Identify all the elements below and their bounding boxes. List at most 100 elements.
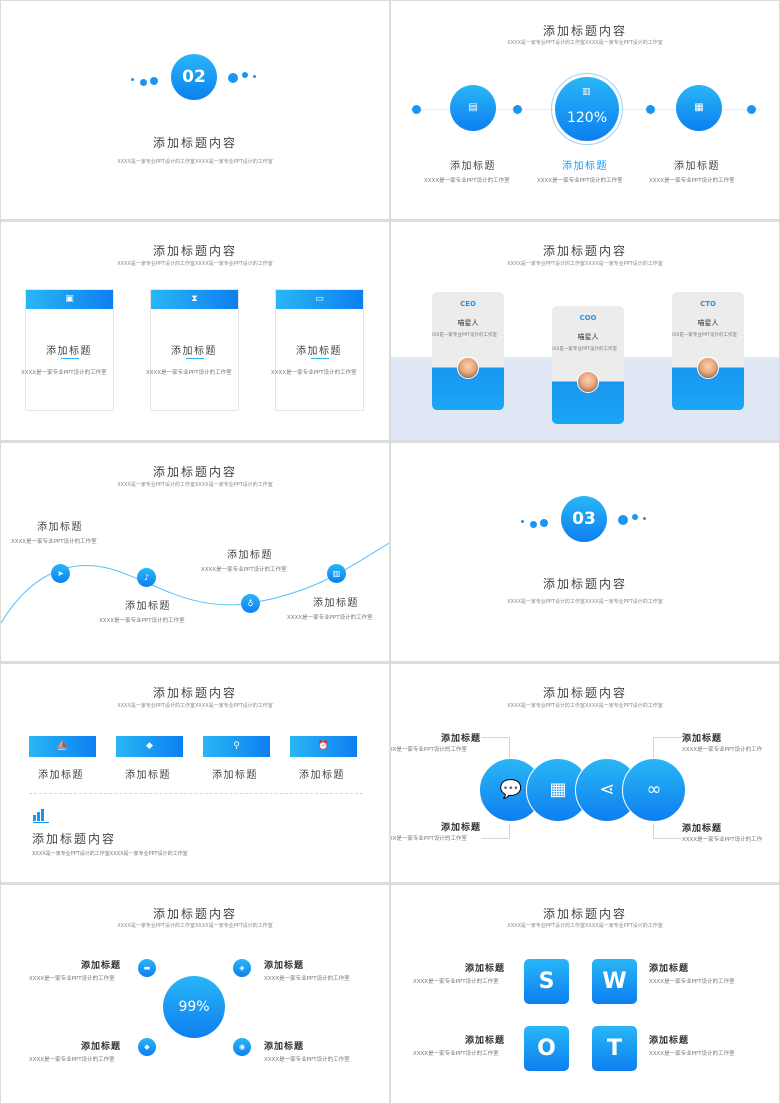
slide-percent-center[interactable]: 添加标题内容 XXXX是一家专业PPT设计的工作室 XXXX是一家专业PPT设计的… <box>1 885 389 1103</box>
slide-three-circles[interactable]: 添加标题内容 XXXX是一家专业PPT设计的工作室XXXX是一家专业PPT设计的… <box>391 1 779 219</box>
slide-subtitle: XXXX是一家专业PPT设计的工作室XXXX是一家专业PPT设计的工作室 <box>507 40 663 46</box>
tile: ⛵ <box>29 736 96 757</box>
tile: ⏰ <box>290 736 357 757</box>
slide-swot[interactable]: 添加标题内容 XXXX是一家专业PPT设计的工作室 XXXX是一家专业PPT设计的… <box>391 885 779 1103</box>
section-number: 02 <box>182 67 206 87</box>
slide-title: 添加标题内容 <box>152 907 237 921</box>
circle-center-ring <box>551 73 623 145</box>
item-desc: XXXX是一家专业PPT设计的工作室 <box>264 976 350 982</box>
card-header: ⧗ <box>151 290 238 309</box>
swot-o: O <box>524 1026 569 1071</box>
feature-desc: XXXX是一家专业PPT设计的工作 <box>682 837 763 843</box>
connector-dot <box>513 105 522 114</box>
money-bag-icon: ♁ <box>247 598 254 608</box>
decor-dot <box>131 78 134 81</box>
swot-title: 添加标题 <box>649 964 690 974</box>
item-desc: XXXX是一家专业PPT设计的工作室 <box>29 976 115 982</box>
wave-line <box>1 542 389 624</box>
connector-dot <box>412 105 421 114</box>
slide-subtitle: XXXX是一家专业PPT设计的工作室XXXX是一家专业PPT设计的工作室 <box>117 703 273 709</box>
divider <box>29 793 363 794</box>
node-desc: XXXX是一家专业PPT设计的工作室 <box>287 615 373 621</box>
connector-line <box>653 737 682 758</box>
item-title: 添加标题 <box>264 961 305 971</box>
clipboard-icon: ▤ <box>468 102 478 113</box>
id-card-icon: ▭ <box>315 294 324 304</box>
swot-title: 添加标题 <box>465 964 506 974</box>
item-desc: XXXX是一家专业PPT设计的工作室 <box>264 1057 350 1063</box>
tile: ⚲ <box>203 736 270 757</box>
slide-subtitle: XXXX是一家专业PPT设计的工作室XXXX是一家专业PPT设计的工作室 <box>507 261 663 267</box>
slide-four-tiles[interactable]: 添加标题内容 XXXX是一家专业PPT设计的工作室XXXX是一家专业PPT设计的… <box>1 664 389 882</box>
connector-line <box>653 824 682 839</box>
chart-icon: ▥ <box>582 87 591 97</box>
section-number: 03 <box>572 509 596 529</box>
small-icon-circle: ◈ <box>233 959 251 977</box>
slide-title: 添加标题内容 <box>542 907 627 921</box>
circle-center: ▥ 120% <box>555 77 619 141</box>
feature-title: 添加标题 <box>682 824 723 834</box>
calendar-icon: ▦ <box>694 102 704 113</box>
tag-icon: ◆ <box>144 1042 150 1051</box>
bell-icon: ♪ <box>143 572 150 582</box>
decor-dot <box>530 521 537 528</box>
small-icon-circle: ◆ <box>138 1038 156 1056</box>
node-desc: XXXX是一家专业PPT设计的工作室 <box>201 567 287 573</box>
role-label: CEO <box>460 300 476 308</box>
role-label: COO <box>579 314 597 322</box>
desc-left: XXXX是一家专业PPT设计的工作室 <box>424 178 510 184</box>
team-card-ceo: CEO 喵星人 XXXX是一家专业PPT设计的工作室 <box>432 292 504 410</box>
decor-dot <box>228 73 238 83</box>
card-desc: XXXX是一家专业PPT设计的工作室 <box>271 370 357 376</box>
slide-title: 添加标题内容 <box>152 244 237 258</box>
sailboat-icon: ⛵ <box>56 741 69 751</box>
slide-overlap-circles[interactable]: 添加标题内容 XXXX是一家专业PPT设计的工作室XXXX是一家专业PPT设计的… <box>391 664 779 882</box>
timeline-node: ➤ <box>51 564 70 583</box>
member-name: 喵星人 <box>577 333 599 341</box>
hourglass-icon: ⧗ <box>191 294 198 304</box>
member-desc: XXXX是一家专业PPT设计的工作室 <box>432 333 498 338</box>
monitor-icon: ▣ <box>65 294 74 304</box>
swot-letter: W <box>602 969 627 994</box>
swot-t: T <box>592 1026 637 1071</box>
card: ⧗ 添加标题 XXXX是一家专业PPT设计的工作室 <box>146 289 239 411</box>
percent-circle: 99% <box>163 976 225 1038</box>
section-title: 添加标题内容 <box>542 577 627 591</box>
connector-dot <box>646 105 655 114</box>
slide-section-03[interactable]: 03 添加标题内容 XXXX是一家专业PPT设计的工作室XXXX是一家专业PPT… <box>391 443 779 661</box>
timeline-node: ▥ <box>327 564 346 583</box>
circle-left: ▤ <box>450 85 496 131</box>
swot-desc: XXXX是一家专业PPT设计的工作室 <box>649 979 735 985</box>
item-title: 添加标题 <box>264 1042 305 1052</box>
slide-section-02[interactable]: 02 添加标题内容 XXXX是一家专业PPT设计的工作室XXXX是一家专业PPT… <box>1 1 389 219</box>
plane-icon: ➤ <box>57 568 64 578</box>
slide-three-cards[interactable]: 添加标题内容 XXXX是一家专业PPT设计的工作室 XXXX是一家专业PPT设计的… <box>1 222 389 440</box>
feature-desc: XXXX是一家专业PPT设计的工作 <box>682 747 763 753</box>
timeline-node: ♁ <box>241 594 260 613</box>
swot-letter: S <box>538 969 555 994</box>
feature-circle: ▦ <box>526 758 590 822</box>
bar-chart-icon <box>33 809 49 823</box>
connector-dot <box>747 105 756 114</box>
node-title: 添加标题 <box>313 598 359 609</box>
calendar-icon: ▦ <box>549 779 567 800</box>
node-title: 添加标题 <box>125 601 171 612</box>
swot-desc: XXXX是一家专业PPT设计的工作室 <box>413 979 499 985</box>
section-number-badge: 03 <box>561 496 607 542</box>
location-pin-icon: ⚲ <box>233 741 240 751</box>
slide-title: 添加标题内容 <box>152 465 237 479</box>
circle-right: ▦ <box>676 85 722 131</box>
decor-dot <box>618 515 628 525</box>
timeline-node: ♪ <box>137 568 156 587</box>
section-subtitle: XXXX是一家专业PPT设计的工作室XXXX是一家专业PPT设计的工作室 <box>117 159 273 165</box>
card-desc: XXXX是一家专业PPT设计的工作室 <box>146 370 232 376</box>
avatar <box>457 357 479 379</box>
section-number-badge: 02 <box>171 54 217 100</box>
slide-team[interactable]: 添加标题内容 XXXX是一家专业PPT设计的工作室XXXX是一家专业PPT设计的… <box>391 222 779 440</box>
slide-title: 添加标题内容 <box>152 686 237 700</box>
feature-title: 添加标题 <box>441 823 482 833</box>
tile-label: 添加标题 <box>212 770 258 781</box>
slide-wave-timeline[interactable]: 添加标题内容 XXXX是一家专业PPT设计的工作室 XXXX是一家专业PPT设计的… <box>1 443 389 661</box>
desc-center: XXXX是一家专业PPT设计的工作室 <box>537 178 623 184</box>
bar-chart-icon: ▥ <box>332 568 341 578</box>
